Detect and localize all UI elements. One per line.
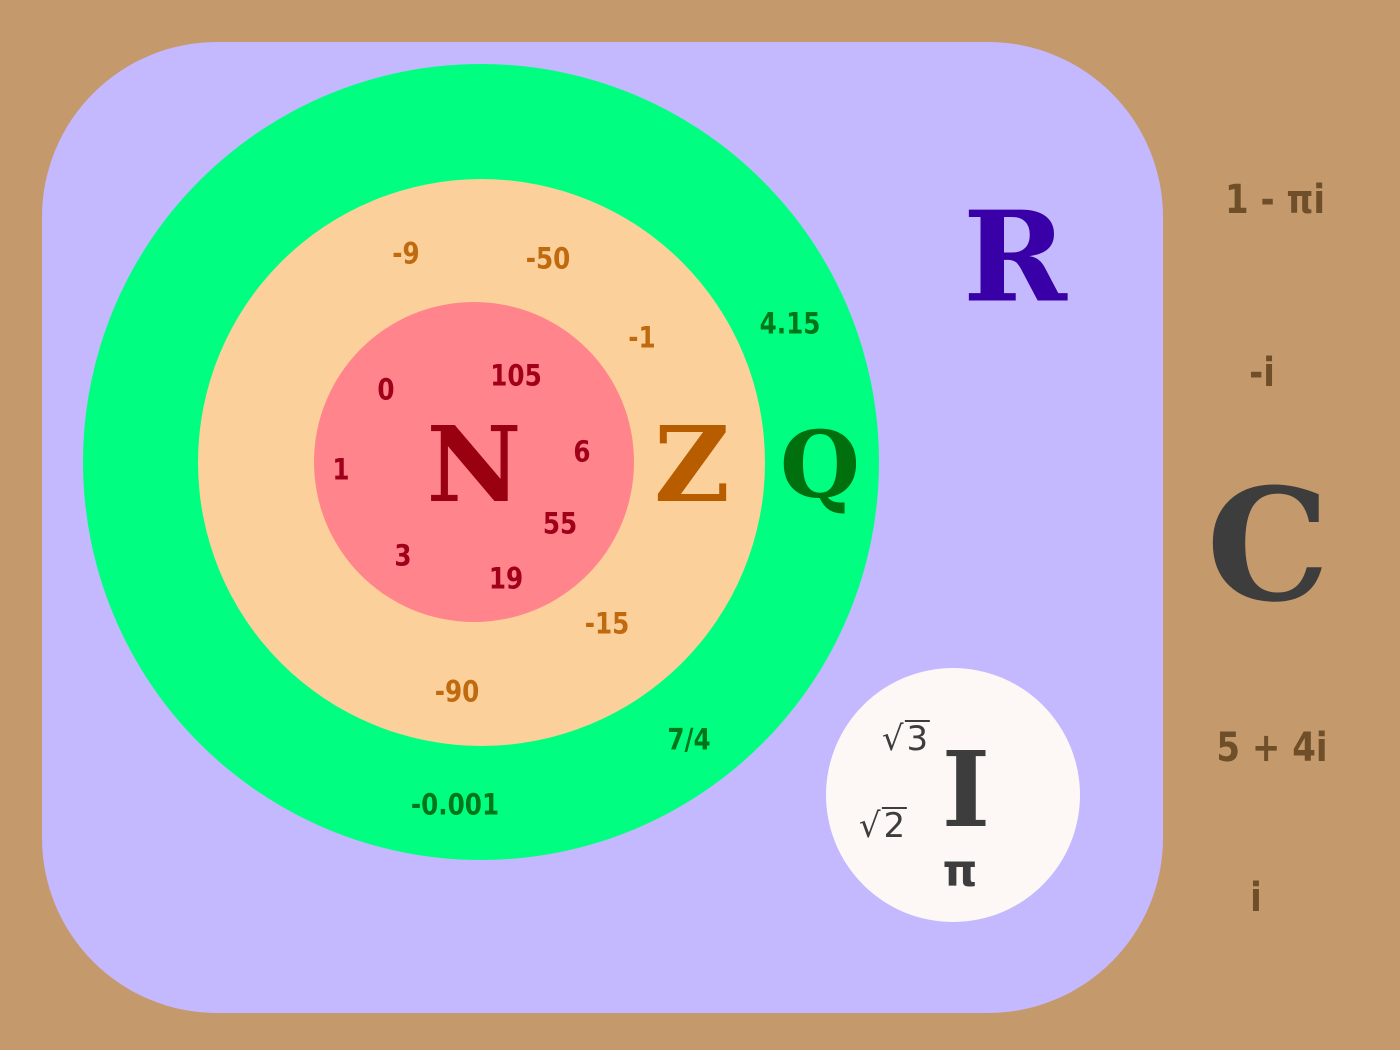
- complex-symbol: C: [1206, 453, 1330, 637]
- irrational-member-sqrt3: √3: [881, 719, 931, 759]
- complex-member: 5 + 4i: [1216, 725, 1328, 771]
- complex-member: 1 - πi: [1225, 177, 1325, 223]
- natural-member: 105: [490, 358, 542, 393]
- sqrt-icon: √: [881, 719, 904, 759]
- integer-member: -90: [434, 674, 480, 709]
- natural-member: 1: [332, 452, 350, 487]
- rational-symbol: Q: [779, 411, 861, 519]
- natural-member: 19: [488, 561, 524, 596]
- complex-member: i: [1250, 875, 1262, 921]
- rational-member: 7/4: [667, 722, 711, 757]
- real-symbol: R: [963, 184, 1067, 331]
- rational-member: -0.001: [410, 787, 500, 822]
- integer-symbol: Z: [654, 403, 730, 526]
- natural-symbol: N: [426, 403, 522, 526]
- irrational-numbers-region: [826, 668, 1080, 922]
- irrational-symbol: I: [941, 728, 991, 851]
- natural-member: 3: [394, 538, 412, 573]
- integer-member: -15: [584, 606, 630, 641]
- natural-numbers-region: [314, 302, 634, 622]
- rational-member: 4.15: [759, 306, 821, 341]
- irrational-member-pi: π: [942, 846, 978, 897]
- integer-member: -9: [392, 236, 420, 271]
- sqrt-icon: √: [858, 806, 881, 846]
- natural-member: 55: [542, 506, 578, 541]
- natural-member: 0: [377, 372, 395, 407]
- integer-member: -50: [525, 241, 571, 276]
- natural-member: 6: [573, 434, 591, 469]
- complex-member: -i: [1249, 350, 1275, 396]
- integer-member: -1: [628, 320, 656, 355]
- irrational-member-sqrt2: √2: [858, 806, 908, 846]
